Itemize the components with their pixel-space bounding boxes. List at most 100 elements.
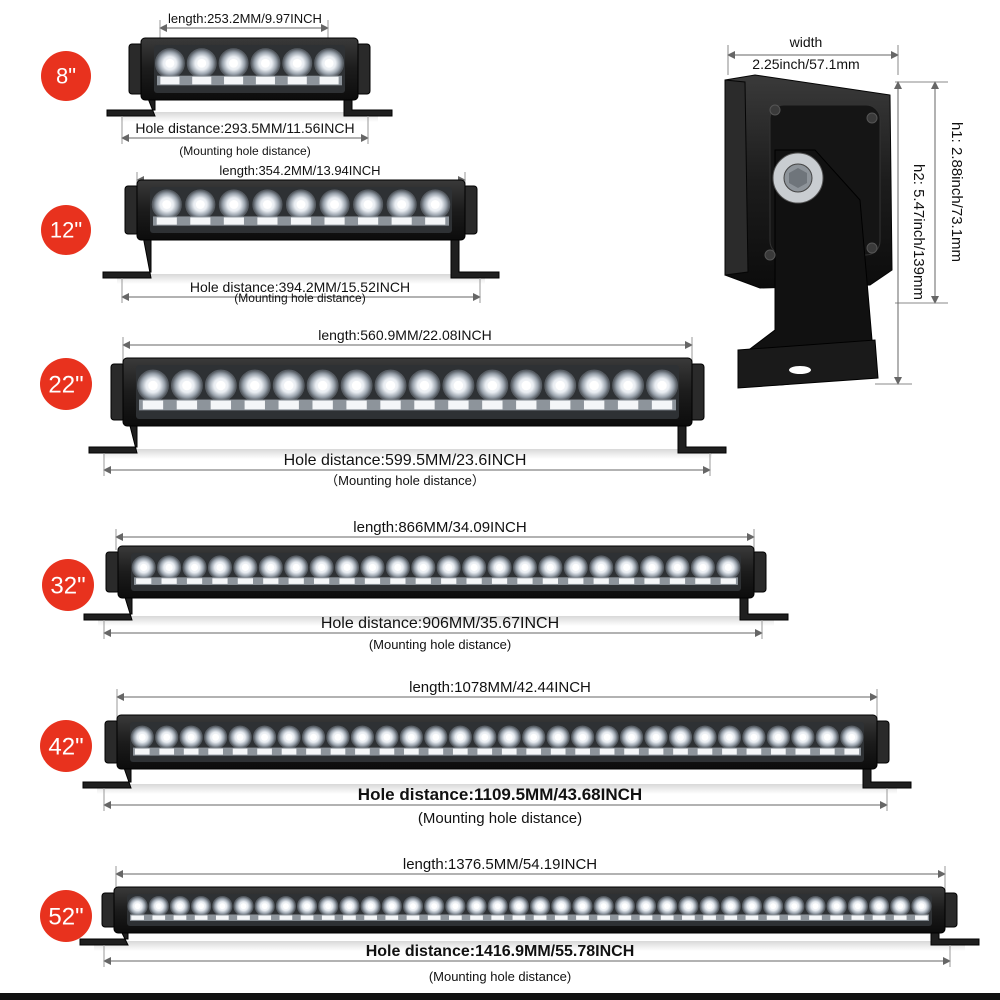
spot-led	[597, 915, 610, 920]
spot-led	[156, 217, 177, 225]
size-badge	[42, 559, 94, 611]
spot-led	[415, 578, 431, 584]
spot-led	[639, 915, 653, 920]
led-chip	[530, 733, 538, 741]
led-chip	[572, 563, 580, 571]
spot-led	[771, 748, 786, 755]
spot-led	[425, 217, 446, 225]
led-chip	[430, 200, 440, 209]
led-chip	[664, 903, 671, 910]
size-badge	[41, 205, 91, 255]
spot-led	[533, 915, 547, 920]
bar-shadow	[103, 449, 712, 459]
led-chip	[383, 733, 391, 741]
led-chip	[918, 903, 925, 910]
led-chip	[330, 200, 339, 209]
spot-led	[142, 400, 164, 410]
spot-led	[787, 915, 801, 920]
spot-led	[766, 915, 780, 920]
size-badge	[41, 51, 91, 101]
spot-led	[542, 578, 558, 584]
led-chip	[579, 903, 586, 910]
spot-led	[644, 578, 660, 584]
spot-led	[379, 748, 395, 755]
length-label: length:253.2MM/9.97INCH	[168, 11, 322, 26]
led-chip	[487, 380, 498, 391]
spot-led	[176, 400, 198, 410]
mounting-foot-left	[102, 235, 152, 279]
spot-strip	[130, 914, 929, 921]
spot-led	[321, 915, 335, 920]
hole-distance-label: Hole distance:293.5MM/11.56INCH	[135, 120, 354, 136]
spot-led	[339, 578, 355, 584]
size-badge-label: 12"	[50, 218, 82, 243]
spot-led	[358, 217, 379, 225]
spot-led	[161, 578, 177, 584]
spot-strip	[133, 747, 861, 756]
spot-led	[215, 915, 229, 920]
spot-led	[695, 578, 711, 584]
led-chip	[546, 563, 554, 571]
spot-led	[364, 578, 381, 584]
spot-led	[593, 578, 609, 584]
led-chip	[623, 563, 631, 571]
spot-led	[380, 400, 401, 410]
mounting-foot-right	[677, 421, 727, 454]
spot-led	[186, 578, 203, 584]
spot-led	[281, 748, 297, 755]
led-chip	[261, 903, 268, 910]
spot-led	[355, 748, 370, 755]
spot-strip	[134, 577, 738, 585]
hole-distance-label: Hole distance:599.5MM/23.6INCH	[284, 452, 527, 469]
spot-led	[516, 400, 537, 410]
spot-led	[893, 915, 907, 920]
led-chip	[240, 903, 247, 910]
size-badge	[40, 720, 92, 772]
size-badge-label: 42"	[48, 733, 83, 760]
spot-led	[746, 748, 762, 755]
mounting-foot-right	[450, 235, 500, 279]
spot-led	[324, 217, 345, 225]
light-bar-1: length:253.2MM/9.97INCH Hole distance:293…	[41, 11, 393, 158]
bracket-foot	[737, 339, 879, 389]
bolt-hex	[789, 168, 807, 188]
mounting-foot-left	[88, 421, 138, 454]
light-bars: length:253.2MM/9.97INCH Hole distance:293…	[40, 11, 980, 984]
screw-icon	[764, 249, 776, 261]
bar-shadow	[98, 616, 774, 626]
led-chip	[368, 563, 376, 571]
spot-led	[208, 748, 223, 755]
led-chip	[791, 903, 798, 910]
led-chip	[652, 733, 660, 741]
led-chip	[310, 733, 317, 741]
spot-led	[819, 748, 835, 755]
spot-led	[183, 748, 199, 755]
spot-led	[720, 578, 736, 584]
led-chip	[481, 733, 489, 741]
led-chip	[750, 733, 758, 741]
led-chip	[897, 903, 904, 910]
led-chip	[195, 200, 205, 209]
spot-led	[404, 748, 419, 755]
hole-distance-label: Hole distance:906MM/35.67INCH	[321, 615, 559, 632]
led-chip	[677, 733, 684, 741]
spot-led	[159, 748, 175, 755]
led-chip	[261, 733, 268, 741]
led-chip	[351, 380, 362, 391]
spot-led	[223, 217, 244, 225]
spot-led	[257, 217, 278, 225]
size-badge-label: 8"	[56, 64, 76, 89]
spot-led	[406, 915, 420, 920]
led-chip	[292, 563, 300, 571]
spot-led	[287, 76, 307, 85]
led-chip	[706, 903, 713, 910]
spot-led	[703, 915, 716, 920]
spot-led	[482, 400, 503, 410]
spot-led	[237, 578, 253, 584]
bar-shadow	[121, 112, 378, 122]
led-chip	[419, 563, 427, 571]
led-chip	[140, 563, 148, 571]
led-chip	[505, 733, 513, 741]
